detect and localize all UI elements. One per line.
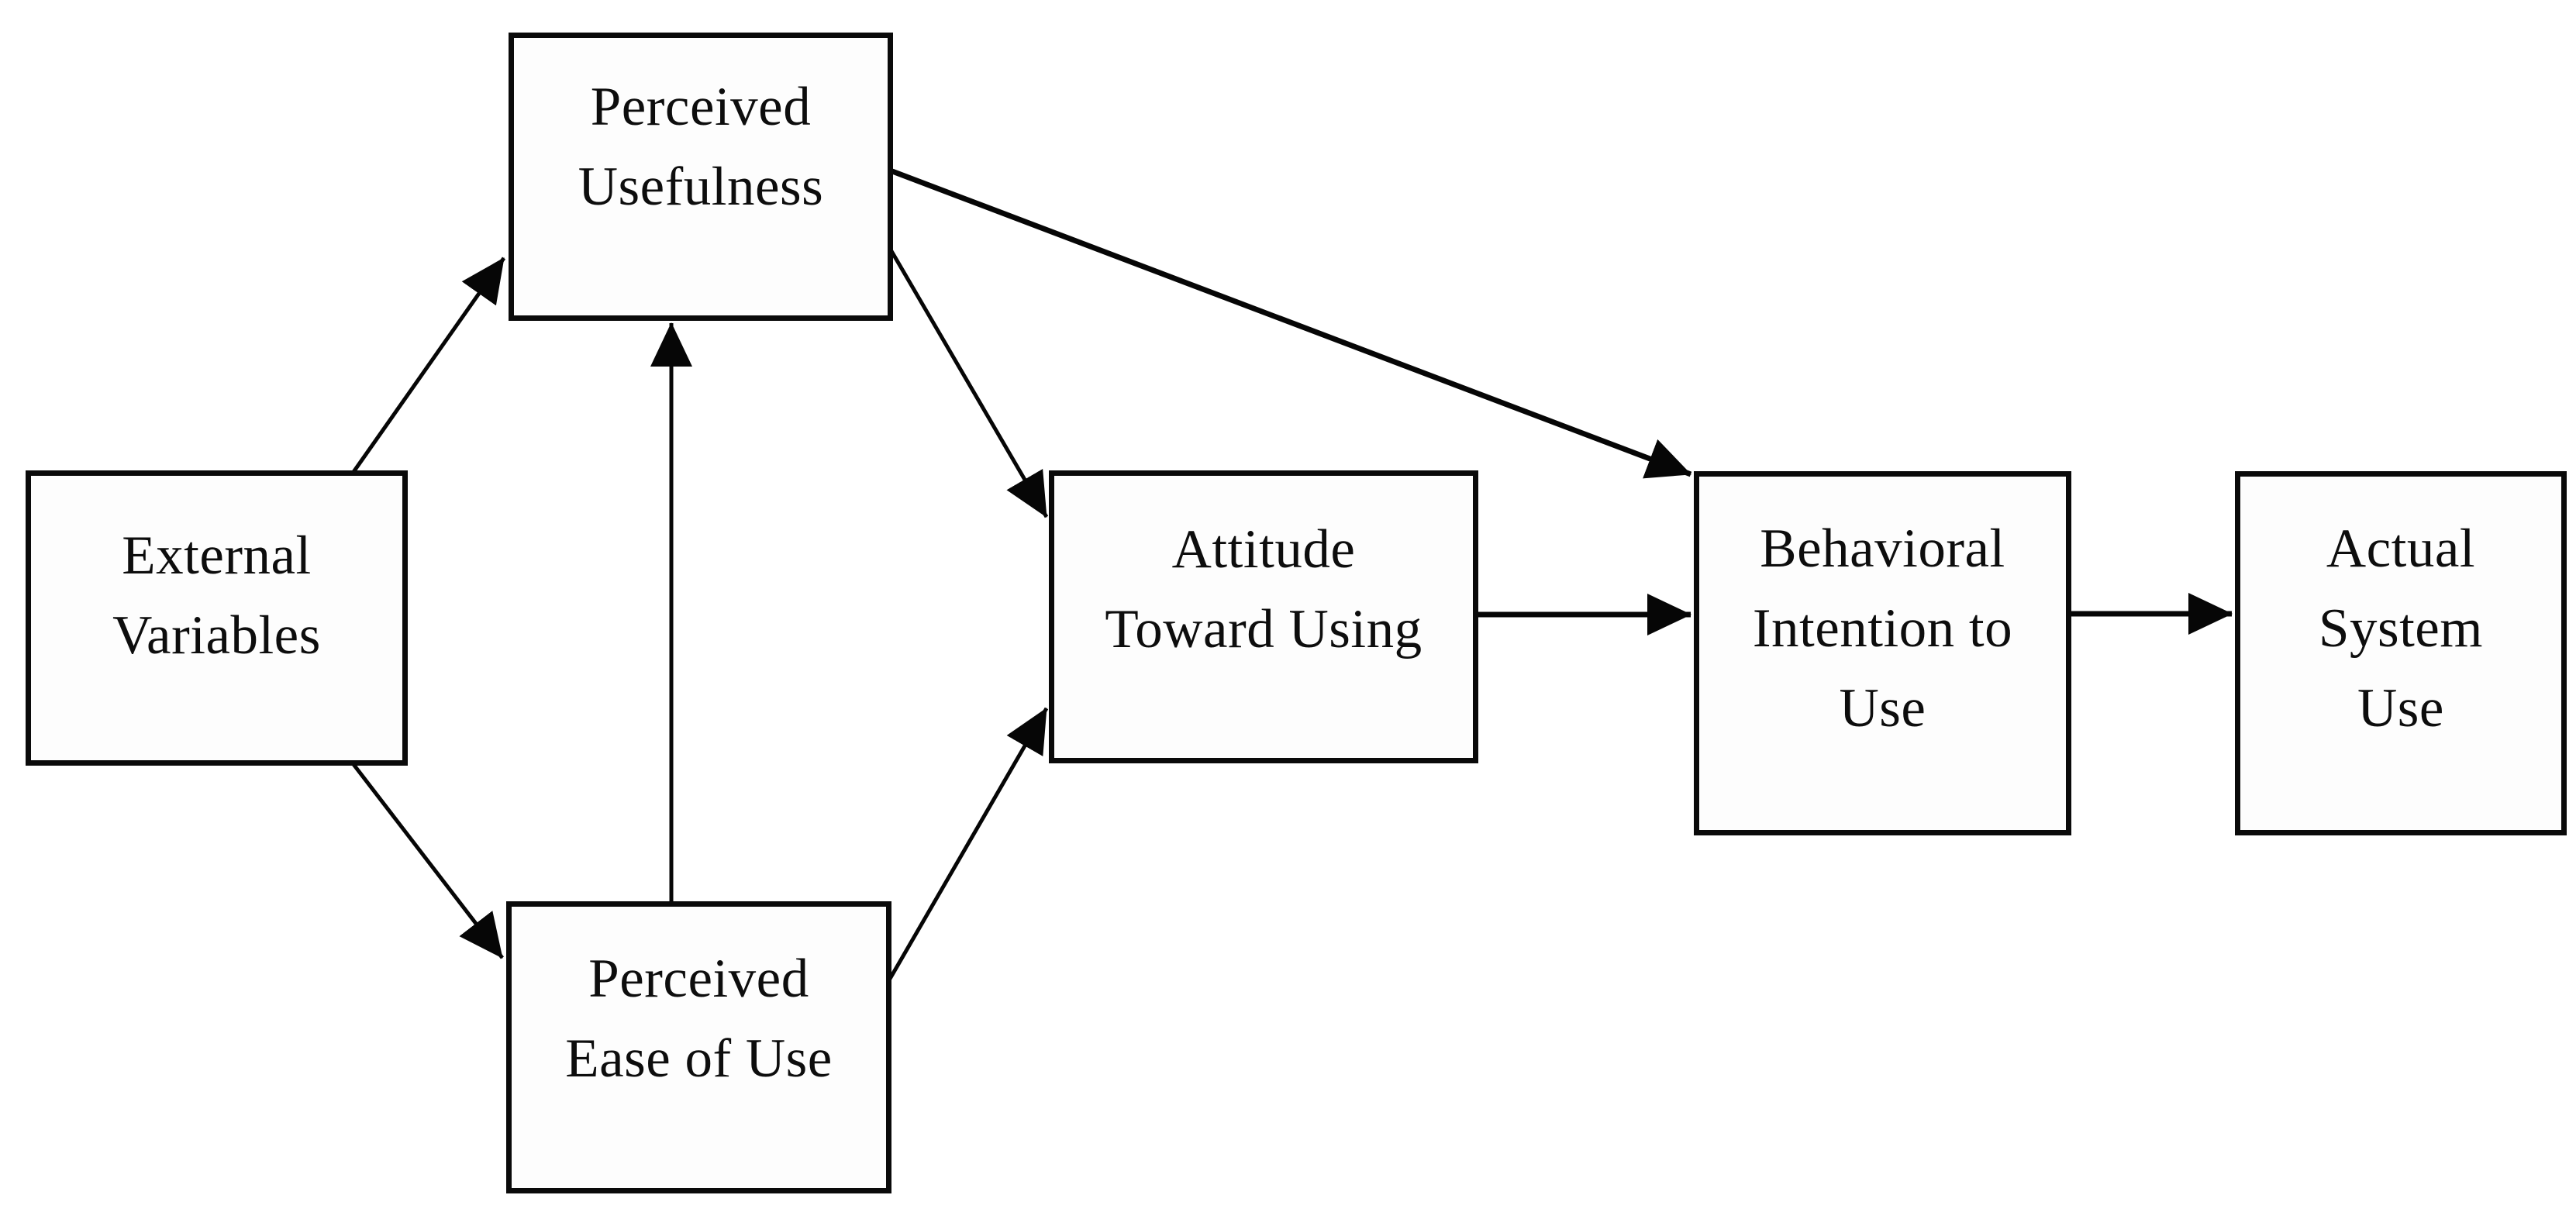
- node-label-line: Use: [2357, 678, 2444, 739]
- node-perceived-ease-of-use: Perceived Ease of Use: [506, 901, 891, 1193]
- node-label-line: Variables: [112, 605, 321, 666]
- node-label-line: System: [2318, 598, 2484, 659]
- node-label-line: Actual: [2326, 518, 2476, 579]
- node-label-line: Use: [1839, 678, 1926, 739]
- node-label-line: Perceived: [590, 77, 812, 137]
- node-label-line: Toward Using: [1105, 599, 1422, 659]
- node-label-line: External: [122, 525, 312, 586]
- node-label-line: Usefulness: [578, 157, 824, 217]
- node-label-line: Intention to: [1752, 598, 2013, 659]
- node-label-line: Attitude: [1171, 519, 1356, 580]
- arrow-perceived-usefulness-to-attitude-toward-using: [889, 250, 1049, 518]
- node-label-line: Perceived: [588, 949, 809, 1009]
- node-behavioral-intention-to-use: Behavioral Intention to Use: [1694, 471, 2071, 835]
- node-external-variables: External Variables: [26, 470, 408, 766]
- node-perceived-usefulness: Perceived Usefulness: [509, 33, 893, 321]
- node-attitude-toward-using: Attitude Toward Using: [1049, 470, 1478, 763]
- arrow-external-variables-to-perceived-usefulness: [351, 257, 506, 474]
- node-label-line: Behavioral: [1760, 518, 2005, 579]
- arrow-perceived-ease-of-use-to-attitude-toward-using: [888, 707, 1049, 980]
- arrow-external-variables-to-perceived-ease-of-use: [351, 762, 504, 959]
- arrow-perceived-usefulness-to-behavioral-intention: [891, 168, 1692, 479]
- node-actual-system-use: Actual System Use: [2235, 471, 2567, 835]
- node-label-line: Ease of Use: [565, 1028, 833, 1089]
